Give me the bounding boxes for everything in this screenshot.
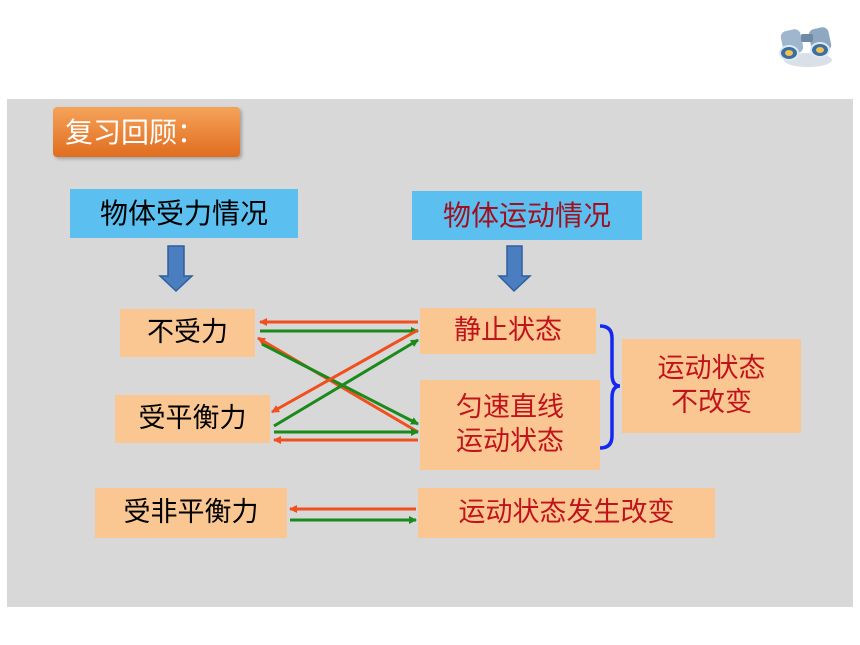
rest-state-box: 静止状态	[420, 308, 596, 354]
no-force-box: 不受力	[120, 309, 255, 357]
unbalanced-force-box: 受非平衡力	[95, 488, 287, 538]
arrow-uniform-to-no-force	[257, 336, 419, 434]
down-arrow-icon	[497, 245, 532, 293]
arrow-no-force-to-uniform	[261, 342, 419, 426]
binoculars-icon	[776, 20, 840, 70]
motion-changes-box: 运动状态发生改变	[418, 488, 715, 538]
uniform-motion-line1: 匀速直线	[456, 392, 564, 424]
motion-header-text: 物体运动情况	[442, 199, 611, 232]
summary-line1: 运动状态	[657, 353, 766, 385]
balanced-force-text: 受平衡力	[138, 403, 247, 435]
review-title-text: 复习回顾：	[65, 115, 206, 149]
arrow-rest-to-balanced	[271, 328, 419, 414]
summary-line2: 不改变	[671, 387, 752, 418]
rest-state-text: 静止状态	[454, 315, 562, 347]
motion-changes-text: 运动状态发生改变	[458, 497, 675, 529]
unchanged-summary-box: 运动状态 不改变	[622, 339, 801, 433]
arrow-balanced-to-rest	[273, 338, 419, 428]
uniform-motion-line2: 运动状态	[456, 426, 564, 457]
down-arrow-icon	[158, 245, 194, 293]
force-header: 物体受力情况	[70, 189, 298, 238]
curly-brace	[599, 324, 621, 450]
review-title: 复习回顾：	[53, 107, 240, 157]
force-header-text: 物体受力情况	[99, 197, 268, 230]
unbalanced-force-text: 受非平衡力	[123, 497, 259, 529]
no-force-text: 不受力	[147, 317, 228, 349]
balanced-force-box: 受平衡力	[115, 395, 270, 443]
uniform-motion-box: 匀速直线 运动状态	[420, 380, 600, 470]
motion-header: 物体运动情况	[412, 191, 642, 240]
